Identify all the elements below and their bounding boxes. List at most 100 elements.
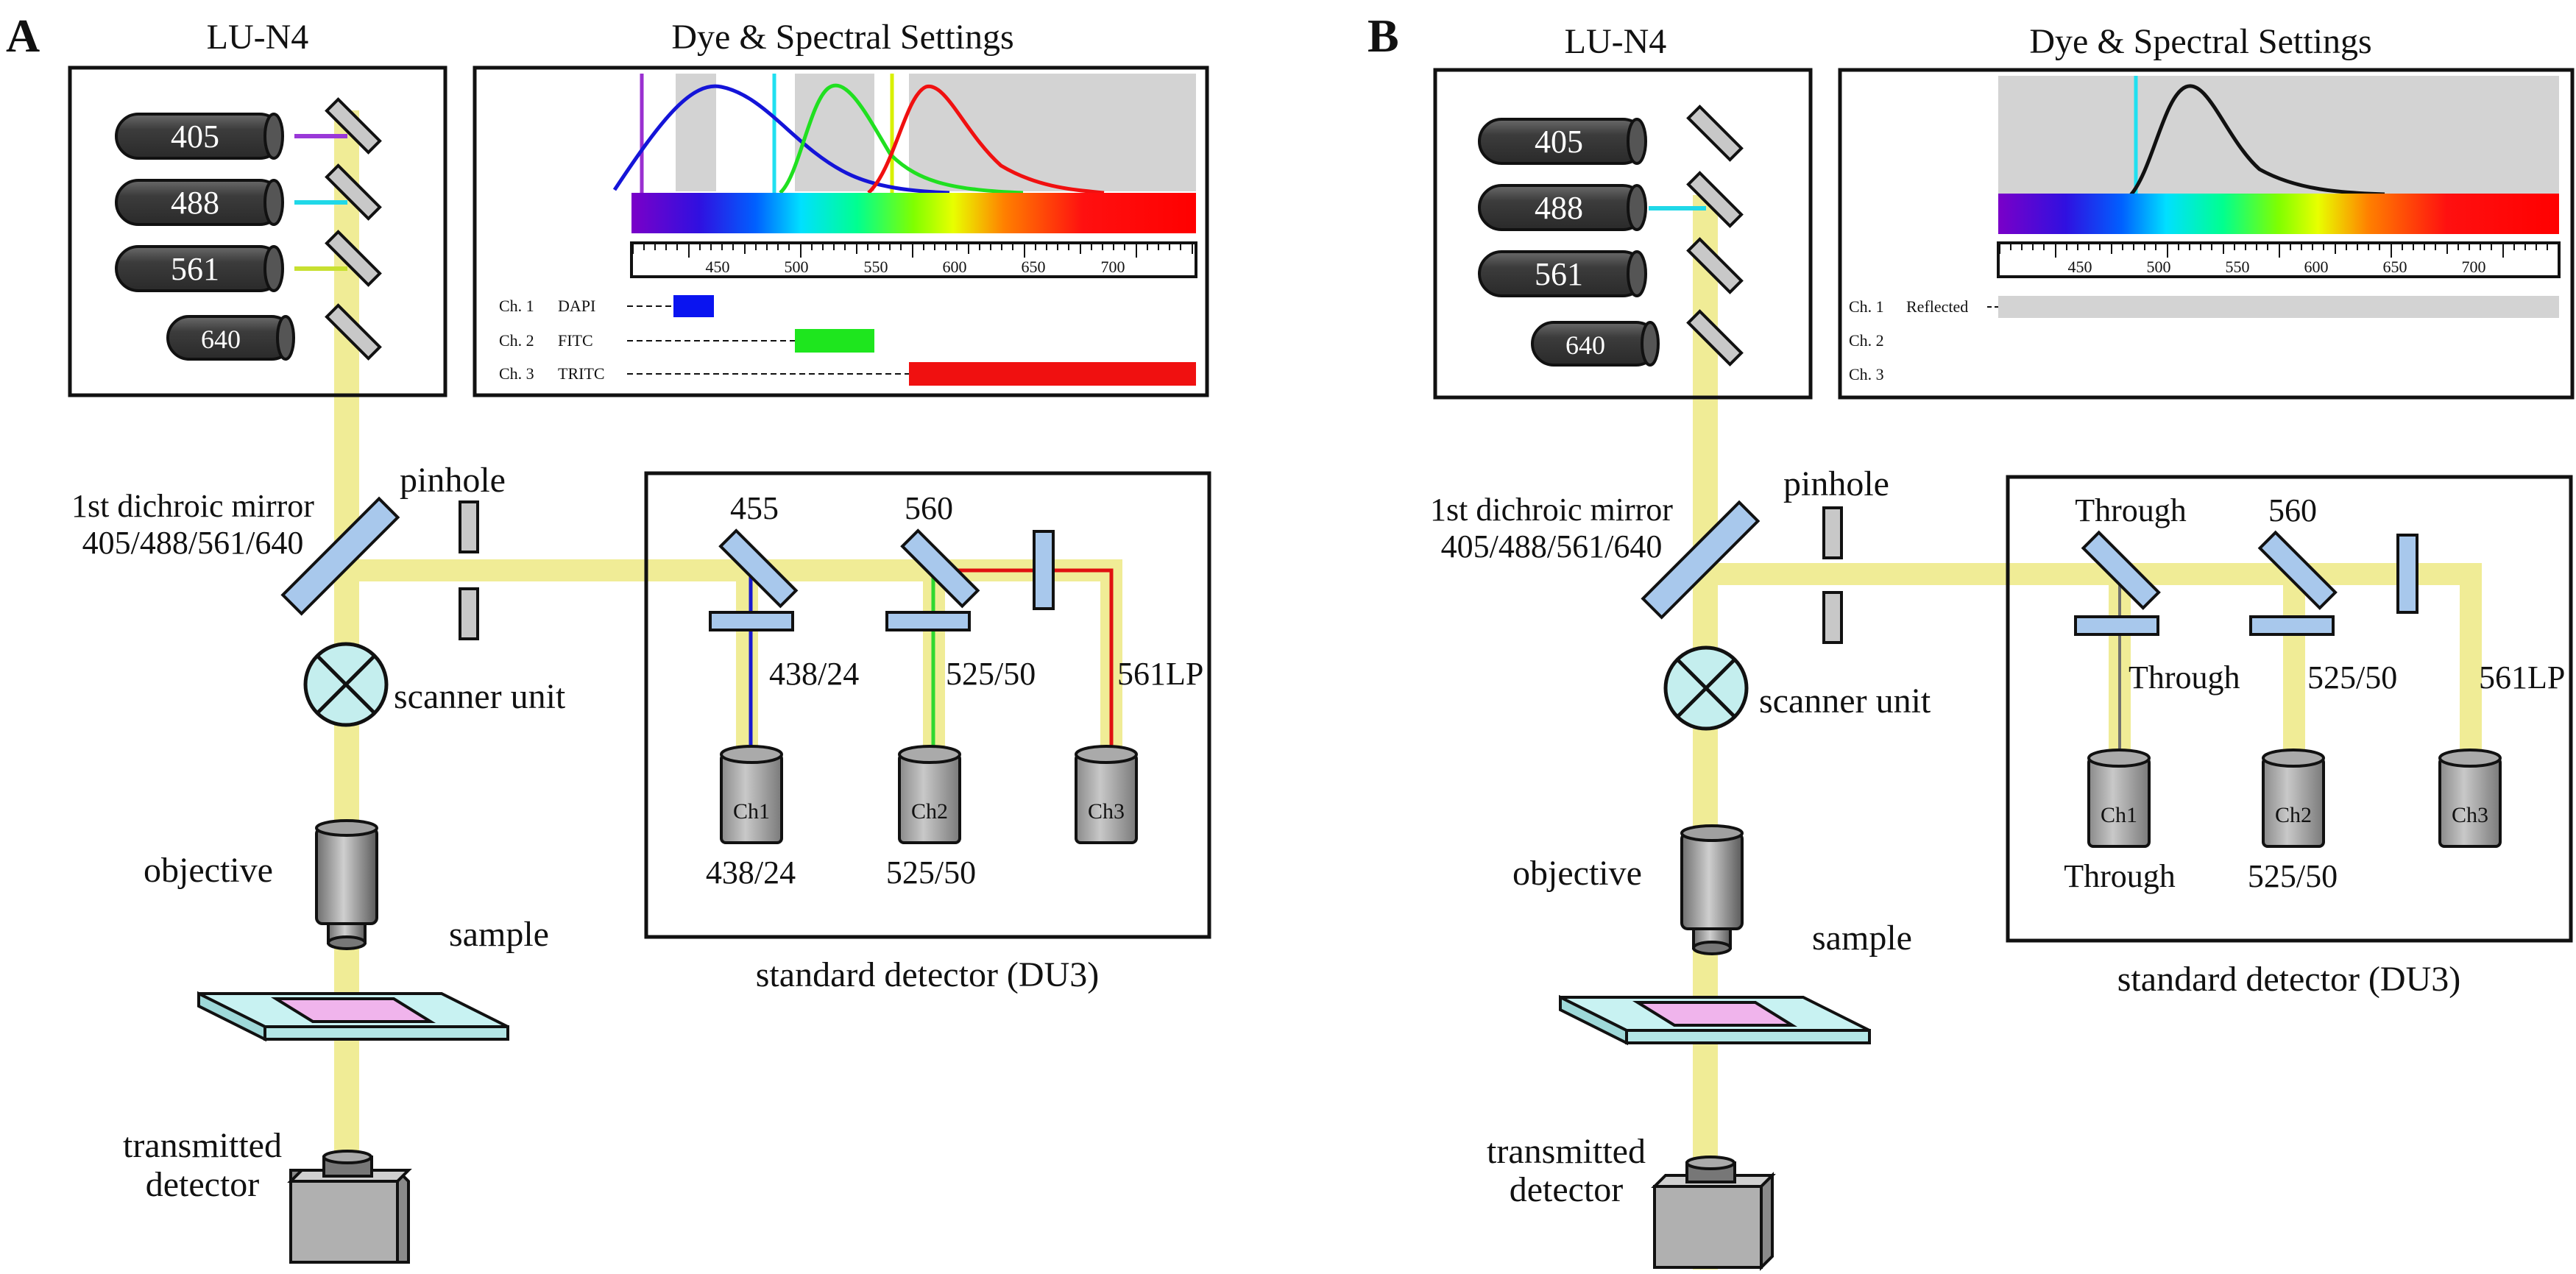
laser-label: 405 — [1535, 124, 1583, 160]
ruler-ticks: 450 500 550 600 650 700 — [706, 258, 1125, 276]
detector-bottom-label: 438/24 — [706, 854, 796, 891]
laser-label: 640 — [1565, 330, 1605, 360]
channel-label: Ch. 3 — [1849, 365, 1884, 383]
dapi-emission-curve — [612, 84, 950, 195]
laser-box — [1433, 68, 1813, 400]
reflected-curve — [2129, 84, 2385, 197]
transmitted-detector — [287, 1150, 412, 1264]
detector-bottom-label: Through — [2064, 858, 2176, 894]
panel-letter: A — [6, 10, 40, 62]
sample-label: sample — [449, 915, 549, 954]
tick-label: 500 — [785, 258, 809, 276]
filter-ch3 — [2396, 534, 2418, 614]
tick-label: 450 — [706, 258, 730, 276]
spectral-plot — [612, 74, 1197, 278]
pinhole-label: pinhole — [400, 461, 506, 500]
laser-box — [68, 66, 447, 397]
laser-640: 640 — [166, 315, 295, 361]
detector-label: Ch3 — [2452, 803, 2488, 827]
detector-ch1: Ch1 — [2087, 749, 2151, 848]
detector-ch2: Ch2 — [898, 745, 961, 844]
laser-label: 488 — [1535, 190, 1583, 226]
filter-label: Through — [2129, 659, 2240, 696]
tick-label: 550 — [864, 258, 888, 276]
dichroic-label: Through — [2075, 492, 2187, 528]
detector-box-label: standard detector (DU3) — [756, 955, 1099, 994]
laser-mirrors — [1686, 105, 1744, 367]
panel-b: B LU-N4 Dye & Spectral Settings 405 488 … — [1367, 10, 2575, 1271]
dichroic-label: 560 — [905, 490, 953, 526]
first-dichroic-spec: 405/488/561/640 — [1441, 528, 1663, 565]
dichroic-455 — [718, 528, 799, 609]
laser-561: 561 — [115, 245, 284, 292]
channel-label: Ch. 1 — [1849, 297, 1884, 316]
filter-label: 561LP — [1117, 656, 1203, 692]
first-dichroic-spec: 405/488/561/640 — [82, 525, 304, 561]
detector-box — [644, 471, 1211, 939]
tick-label: 450 — [2068, 258, 2092, 276]
scanner-unit — [1663, 645, 1749, 731]
laser-405: 405 — [115, 113, 284, 160]
pinhole-bottom — [1822, 591, 1843, 644]
first-dichroic-mirror — [1641, 500, 1761, 620]
channel-dye: FITC — [558, 331, 593, 350]
laser-561: 561 — [1478, 250, 1647, 297]
objective — [315, 819, 378, 950]
spectral-title: Dye & Spectral Settings — [671, 18, 1013, 57]
spectral-title: Dye & Spectral Settings — [2029, 22, 2371, 61]
panel-a: A LU-N4 Dye & Spectral Settings 405 488 — [6, 10, 1211, 1264]
tick-label: 650 — [2383, 258, 2407, 276]
sample-slide — [197, 991, 509, 1042]
sample-label: sample — [1812, 919, 1912, 958]
scanner-label: scanner unit — [1759, 682, 1931, 721]
first-dichroic-label: 1st dichroic mirror — [1430, 492, 1673, 528]
channel-dye: TRITC — [558, 364, 605, 383]
tick-label: 650 — [1022, 258, 1046, 276]
laser-box-title: LU-N4 — [1565, 22, 1667, 61]
tick-label: 500 — [2147, 258, 2171, 276]
dichroic-560 — [2257, 530, 2338, 610]
detector-label: Ch2 — [2275, 803, 2312, 827]
laser-box-title: LU-N4 — [207, 18, 309, 57]
detector-ch3: Ch3 — [1075, 745, 1138, 844]
channel-label: Ch. 2 — [1849, 331, 1884, 350]
detector-bottom-label: 525/50 — [886, 854, 976, 891]
scanner-label: scanner unit — [394, 677, 566, 716]
dichroic-560 — [900, 528, 980, 609]
detector-bottom-label: 525/50 — [2248, 858, 2338, 894]
channel-dye: Reflected — [1906, 297, 1968, 316]
dichroic-label: 455 — [730, 490, 779, 526]
transmitted-label: transmitted — [123, 1126, 282, 1165]
filter-ch2 — [2249, 615, 2335, 636]
laser-mirrors — [325, 97, 382, 361]
panel-letter: B — [1367, 10, 1399, 62]
detector-label: Ch1 — [733, 799, 770, 824]
tick-label: 600 — [2304, 258, 2329, 276]
emission-lines — [749, 568, 1114, 762]
channel-label: Ch. 1 — [499, 297, 534, 315]
detector-box-label: standard detector (DU3) — [2117, 960, 2460, 999]
transmitted-detector — [1651, 1156, 1776, 1271]
laser-640: 640 — [1531, 321, 1660, 367]
filter-label: 525/50 — [946, 656, 1036, 692]
filter-label: 561LP — [2479, 659, 2565, 696]
filter-ch3 — [1033, 530, 1055, 610]
scanner-unit — [303, 642, 389, 727]
dichroic-label: 560 — [2268, 492, 2317, 528]
detector-label: Ch1 — [2101, 803, 2137, 827]
detector-box — [2006, 475, 2573, 943]
detector-label: Ch3 — [1088, 799, 1125, 824]
objective — [1680, 824, 1744, 955]
pinhole-label: pinhole — [1783, 464, 1889, 503]
first-dichroic-mirror — [280, 496, 400, 616]
transmitted-label-2: detector — [1510, 1170, 1624, 1209]
pinhole-top — [459, 500, 479, 553]
laser-488: 488 — [1478, 184, 1647, 231]
filter-ch2 — [885, 611, 971, 631]
channel-label: Ch. 2 — [499, 331, 534, 350]
objective-label: objective — [144, 851, 273, 890]
channel-label: Ch. 3 — [499, 364, 534, 383]
pinhole-top — [1822, 506, 1843, 559]
first-dichroic-label: 1st dichroic mirror — [71, 488, 314, 524]
